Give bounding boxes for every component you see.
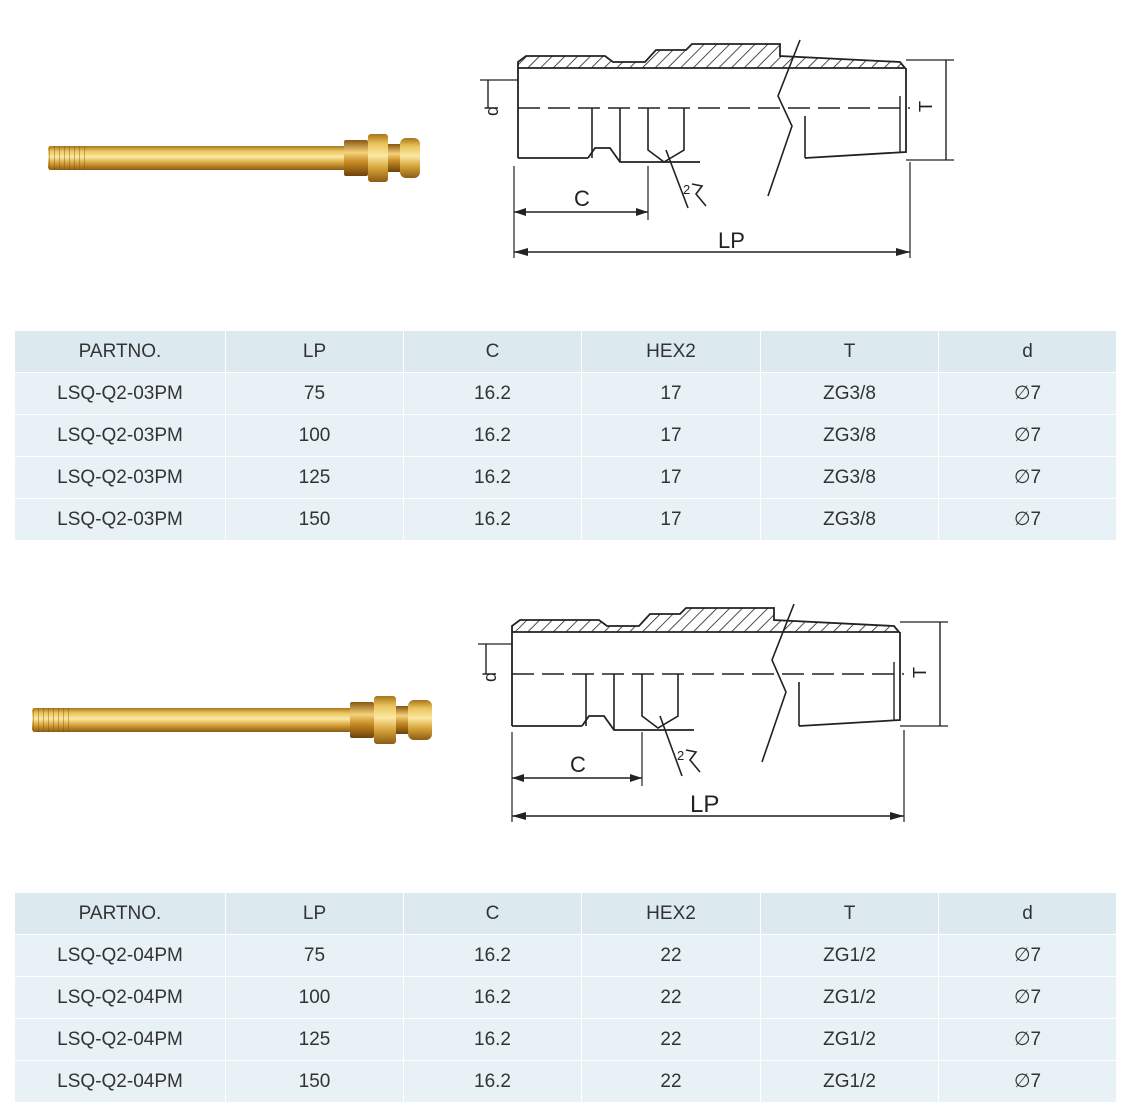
spec-table-2: PARTNO. LP C HEX2 T d LSQ-Q2-04PM 75 16.…	[14, 892, 1117, 1103]
table-cell: 16.2	[403, 414, 582, 457]
product-section-2: 2 d T C LP PARTNO. LP C HEX2 T d	[0, 560, 1130, 1118]
table-row: LSQ-Q2-04PM 150 16.2 22 ZG1/2 ∅7	[14, 1060, 1117, 1103]
table-cell: ZG1/2	[760, 976, 939, 1019]
table-header-row: PARTNO. LP C HEX2 T d	[14, 330, 1117, 373]
table-header-row: PARTNO. LP C HEX2 T d	[14, 892, 1117, 935]
table-cell: 16.2	[403, 372, 582, 415]
table-cell: ZG3/8	[760, 456, 939, 499]
table-cell: ZG3/8	[760, 414, 939, 457]
hex-label: 2	[677, 748, 684, 763]
table-cell: 16.2	[403, 1018, 582, 1061]
header-cell: LP	[225, 330, 404, 373]
header-cell: HEX2	[581, 330, 761, 373]
table-cell: ∅7	[938, 1018, 1117, 1061]
table-cell: 150	[225, 1060, 404, 1103]
table-cell: 16.2	[403, 1060, 582, 1103]
t-dimension-label: T	[916, 101, 936, 112]
table-cell: 22	[581, 1018, 761, 1061]
table-cell: 16.2	[403, 498, 582, 541]
table-cell: 16.2	[403, 456, 582, 499]
header-cell: d	[938, 892, 1117, 935]
table-cell: LSQ-Q2-04PM	[14, 1018, 226, 1061]
table-cell: LSQ-Q2-03PM	[14, 456, 226, 499]
table-cell: 22	[581, 976, 761, 1019]
table-cell: LSQ-Q2-03PM	[14, 372, 226, 415]
table-cell: ∅7	[938, 498, 1117, 541]
header-cell: PARTNO.	[14, 330, 226, 373]
table-cell: 75	[225, 372, 404, 415]
table-cell: LSQ-Q2-04PM	[14, 1060, 226, 1103]
table-cell: LSQ-Q2-03PM	[14, 414, 226, 457]
table-cell: ∅7	[938, 414, 1117, 457]
c-dimension-label: C	[574, 186, 590, 211]
header-cell: LP	[225, 892, 404, 935]
table-cell: 100	[225, 414, 404, 457]
product-section-1: 2 d T C LP PARTNO. LP C	[14, 39, 1117, 541]
table-cell: ∅7	[938, 976, 1117, 1019]
table-cell: ∅7	[938, 1060, 1117, 1103]
table-cell: ∅7	[938, 372, 1117, 415]
t-dimension-label: T	[910, 667, 930, 678]
table-cell: 17	[581, 372, 761, 415]
table-cell: LSQ-Q2-04PM	[14, 934, 226, 977]
table-cell: 17	[581, 414, 761, 457]
table-cell: ZG1/2	[760, 1018, 939, 1061]
table-cell: ZG1/2	[760, 934, 939, 977]
header-cell: T	[760, 330, 939, 373]
table-row: LSQ-Q2-03PM 100 16.2 17 ZG3/8 ∅7	[14, 414, 1117, 457]
table-cell: 22	[581, 934, 761, 977]
table-cell: 22	[581, 1060, 761, 1103]
table-cell: 16.2	[403, 976, 582, 1019]
header-cell: C	[403, 330, 582, 373]
d-dimension-label: d	[482, 106, 502, 116]
table-cell: 125	[225, 1018, 404, 1061]
table-cell: ZG1/2	[760, 1060, 939, 1103]
table-cell: 150	[225, 498, 404, 541]
table-cell: ZG3/8	[760, 498, 939, 541]
table-row: LSQ-Q2-03PM 75 16.2 17 ZG3/8 ∅7	[14, 372, 1117, 415]
technical-drawing: 2 d T C LP	[480, 39, 954, 258]
header-cell: PARTNO.	[14, 892, 226, 935]
table-cell: 100	[225, 976, 404, 1019]
table-cell: LSQ-Q2-03PM	[14, 498, 226, 541]
d-dimension-label: d	[480, 672, 500, 682]
lp-dimension-label: LP	[718, 228, 745, 253]
table-row: LSQ-Q2-03PM 125 16.2 17 ZG3/8 ∅7	[14, 456, 1117, 499]
table-cell: ∅7	[938, 934, 1117, 977]
header-cell: C	[403, 892, 582, 935]
table-cell: LSQ-Q2-04PM	[14, 976, 226, 1019]
table-cell: 125	[225, 456, 404, 499]
table-cell: 17	[581, 498, 761, 541]
header-cell: HEX2	[581, 892, 761, 935]
table-cell: 16.2	[403, 934, 582, 977]
lp-dimension-label: LP	[690, 791, 719, 818]
table-row: LSQ-Q2-04PM 100 16.2 22 ZG1/2 ∅7	[14, 976, 1117, 1019]
table-cell: ∅7	[938, 456, 1117, 499]
table-row: LSQ-Q2-03PM 150 16.2 17 ZG3/8 ∅7	[14, 498, 1117, 541]
hex-label: 2	[683, 182, 690, 197]
table-cell: ZG3/8	[760, 372, 939, 415]
table-row: LSQ-Q2-04PM 125 16.2 22 ZG1/2 ∅7	[14, 1018, 1117, 1061]
header-cell: d	[938, 330, 1117, 373]
technical-drawing: 2 d T C LP	[478, 603, 948, 822]
table-cell: 17	[581, 456, 761, 499]
product-photo	[32, 696, 432, 744]
spec-table-1: PARTNO. LP C HEX2 T d LSQ-Q2-03PM 75 16.…	[14, 330, 1117, 541]
table-cell: 75	[225, 934, 404, 977]
c-dimension-label: C	[570, 752, 586, 777]
product-photo	[48, 134, 420, 182]
table-row: LSQ-Q2-04PM 75 16.2 22 ZG1/2 ∅7	[14, 934, 1117, 977]
header-cell: T	[760, 892, 939, 935]
